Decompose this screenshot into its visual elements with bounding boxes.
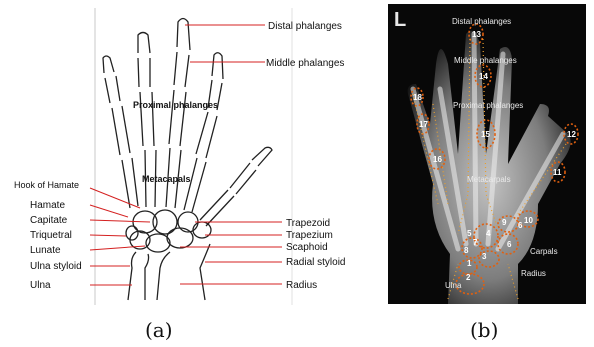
label-radius: Radius	[286, 280, 317, 291]
label-metacapals: Metacapals	[142, 174, 191, 184]
roi-number-16: 16	[433, 155, 442, 164]
label-hook-of-hamate: Hook of Hamate	[14, 180, 79, 190]
xray-label-metacarpals: Metacarpals	[467, 175, 511, 184]
roi-number-11: 11	[553, 168, 562, 177]
roi-number-8: 8	[464, 246, 469, 255]
roi-number-10: 10	[524, 216, 533, 225]
hand-bone-drawing: Distal phalanges Middle phalanges Proxim…	[0, 0, 370, 312]
xray-label-radius: Radius	[521, 269, 546, 278]
roi-number-18: 18	[413, 93, 422, 102]
xray-roi-overlay: L Distal phalanges Middle phalanges Prox…	[388, 4, 586, 304]
roi-number-7: 7	[473, 238, 478, 247]
roi-number-3: 3	[482, 252, 487, 261]
label-lunate: Lunate	[30, 245, 61, 256]
roi-number-2: 2	[466, 273, 471, 282]
roi-number-13: 13	[472, 30, 481, 39]
label-middle-phalanges: Middle phalanges	[266, 58, 344, 69]
caption-a: (a)	[145, 318, 173, 342]
label-trapezoid: Trapezoid	[286, 218, 330, 229]
roi-number-6b: 6	[518, 221, 523, 230]
panel-b-xray-image: L Distal phalanges Middle phalanges Prox…	[388, 4, 586, 304]
roi-number-1: 1	[467, 259, 472, 268]
label-hamate: Hamate	[30, 200, 65, 211]
panel-a-hand-drawing: Distal phalanges Middle phalanges Proxim…	[0, 0, 370, 312]
label-ulna-styloid: Ulna styloid	[30, 261, 82, 272]
xray-label-carpals: Carpals	[530, 247, 558, 256]
xray-label-distal-phalanges: Distal phalanges	[452, 17, 511, 26]
label-triquetral: Triquetral	[30, 230, 72, 241]
label-proximal-phalanges: Proximal phalanges	[133, 100, 218, 110]
roi-number-15: 15	[481, 130, 490, 139]
xray-label-proximal-phalanges: Proximal phalanges	[453, 101, 523, 110]
label-distal-phalanges: Distal phalanges	[268, 21, 342, 32]
roi-number-12: 12	[567, 130, 576, 139]
caption-b: (b)	[470, 318, 498, 342]
label-scaphoid: Scaphoid	[286, 242, 328, 253]
label-capitate: Capitate	[30, 215, 68, 226]
label-trapezium: Trapezium	[286, 230, 333, 241]
roi-number-6a: 6	[507, 240, 512, 249]
roi-number-5: 5	[467, 229, 472, 238]
xray-label-ulna: Ulna	[445, 281, 462, 290]
label-ulna: Ulna	[30, 280, 51, 291]
roi-number-14: 14	[479, 72, 488, 81]
xray-label-middle-phalanges: Middle phalanges	[454, 56, 517, 65]
label-radial-styloid: Radial styloid	[286, 257, 345, 268]
corner-mark: L	[394, 9, 406, 31]
roi-number-17: 17	[419, 120, 428, 129]
roi-number-9: 9	[502, 218, 507, 227]
roi-number-4: 4	[486, 229, 491, 238]
